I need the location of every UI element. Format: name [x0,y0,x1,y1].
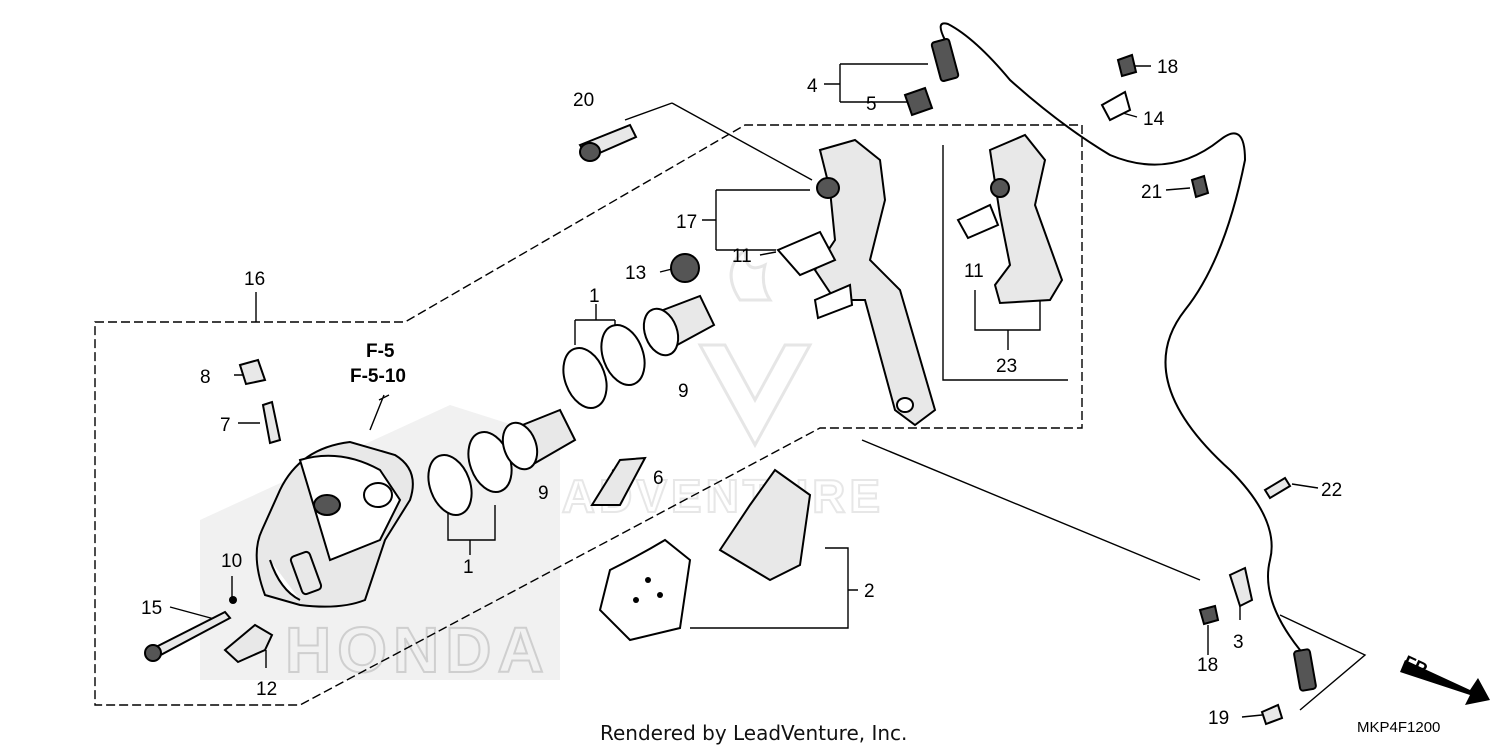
callout-4: 4 [807,76,818,97]
footer-credit: Rendered by LeadVenture, Inc. [600,721,907,745]
pad-spring [590,456,647,506]
callout-6: 6 [653,468,664,489]
callout-9-lower: 9 [538,483,549,504]
boot-13 [670,253,700,283]
piston-set-lower [427,408,577,516]
caliper-body [255,440,414,608]
callout-17: 17 [676,212,697,233]
callout-1-upper: 1 [589,286,600,307]
callout-12: 12 [256,679,277,700]
callout-13: 13 [625,263,646,284]
honda-mark-text: HONDA [285,614,550,686]
callout-14: 14 [1143,109,1165,130]
callout-10: 10 [221,551,242,572]
callout-22: 22 [1321,480,1342,501]
leader-lines [169,63,1367,718]
callout-2: 2 [864,581,875,602]
callout-18-lower: 18 [1197,655,1218,676]
bracket-23 [956,133,1064,305]
callout-20: 20 [573,90,594,111]
callout-16: 16 [244,269,265,290]
front-direction-arrow: FR. [1400,651,1490,705]
ref-label-1: F-5 [366,341,395,362]
callout-21: 21 [1141,182,1162,203]
callout-19: 19 [1208,708,1229,729]
caliper-bracket [813,138,937,427]
piston-set-upper [562,294,716,409]
ref-label-2: F-5-10 [350,366,406,387]
callout-3: 3 [1233,632,1244,653]
callout-1-lower: 1 [463,557,474,578]
callout-23: 23 [996,356,1017,377]
callout-15: 15 [141,598,162,619]
callout-11-b: 11 [964,261,984,282]
callout-11-a: 11 [732,246,752,267]
diagram-code: MKP4F1200 [1357,719,1440,736]
callout-18-upper: 18 [1157,57,1178,78]
brake-pads [598,468,812,642]
pad-retainer-clip [776,230,837,277]
caliper-assembly-outline [94,124,1083,706]
callout-5: 5 [866,94,877,115]
sensor-wire [930,22,1317,692]
callout-8: 8 [200,367,211,388]
callout-9-upper: 9 [678,381,689,402]
callout-7: 7 [220,415,231,436]
small-parts [144,53,1292,726]
